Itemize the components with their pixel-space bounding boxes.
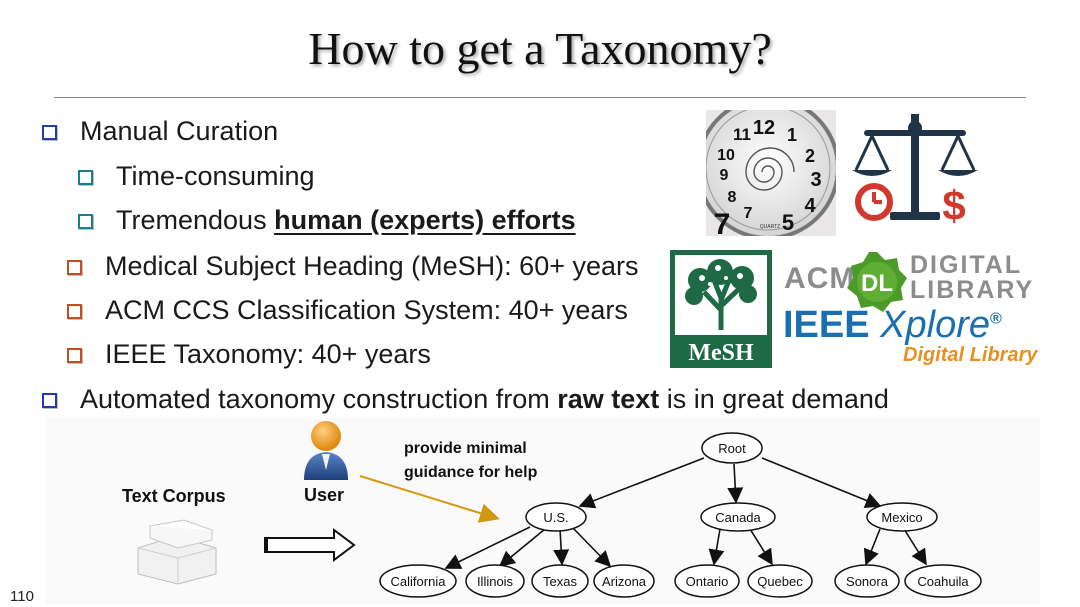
node-illinois: [465, 564, 525, 598]
svg-text:3: 3: [810, 169, 821, 191]
svg-text:5: 5: [782, 210, 794, 235]
svg-text:7: 7: [714, 208, 731, 236]
node-quebec: [747, 564, 813, 598]
bullet-emphasis: raw text: [557, 384, 660, 414]
node-canada: [700, 502, 776, 532]
checkbox-bullet-icon: [42, 125, 57, 140]
bullet-automated: Automated taxonomy construction from raw…: [42, 384, 1002, 416]
bullet-time-consuming: Time-consuming: [78, 161, 578, 193]
node-sonora: [834, 564, 900, 598]
node-quebec-label: Quebec: [757, 574, 803, 589]
bullet-text: Manual Curation: [80, 116, 279, 146]
node-illinois-label: Illinois: [477, 574, 514, 589]
ieee-digital-library-text: Digital Library: [903, 344, 1038, 366]
svg-text:7: 7: [744, 205, 753, 222]
node-ontario: [674, 564, 740, 598]
node-mexico-label: Mexico: [881, 510, 922, 525]
user-label: User: [304, 485, 345, 505]
node-california: [379, 564, 457, 598]
svg-text:8: 8: [728, 189, 737, 206]
bullet-text: IEEE Taxonomy: 40+ years: [105, 339, 431, 369]
flow-arrows: [264, 475, 500, 562]
scale-time-money-icon: $: [852, 114, 978, 228]
bullet-text: ACM CCS Classification System: 40+ years: [105, 295, 628, 325]
guidance-line-1: provide minimal: [404, 440, 527, 457]
svg-text:1: 1: [787, 125, 797, 145]
checkbox-bullet-icon: [67, 260, 82, 275]
acm-dl-text: DL: [861, 270, 893, 297]
clock-icon: 12 11 1 10 2 9 3 8 4 7 5 7 QUARTZ: [706, 110, 836, 236]
node-texas-label: Texas: [543, 574, 577, 589]
node-us-label: U.S.: [543, 510, 568, 525]
checkbox-bullet-icon: [78, 214, 93, 229]
acm-dl-badge-icon: DL: [847, 252, 907, 312]
node-root-label: Root: [718, 441, 746, 456]
node-california-label: California: [391, 574, 447, 589]
ieee-xplore-logo: IEEE Xplore®: [783, 304, 1002, 347]
node-sonora-label: Sonora: [846, 574, 889, 589]
guidance-line-2: guidance for help: [404, 464, 538, 481]
acm-line-digital: DIGITAL: [910, 251, 1023, 279]
node-texas: [531, 564, 589, 598]
bullet-manual-curation: Manual Curation: [42, 116, 602, 148]
checkbox-bullet-icon: [42, 393, 57, 408]
bullet-text: Automated taxonomy construction from raw…: [80, 384, 889, 415]
node-root: [701, 432, 763, 464]
bullet-prefix: Tremendous: [116, 205, 275, 235]
bullet-mesh: Medical Subject Heading (MeSH): 60+ year…: [67, 251, 667, 283]
acm-logo-prefix: ACM: [784, 262, 856, 295]
node-canada-label: Canada: [715, 510, 761, 525]
node-arizona-label: Arizona: [602, 574, 647, 589]
checkbox-bullet-icon: [67, 348, 82, 363]
user-icon: [304, 421, 348, 480]
svg-text:11: 11: [733, 125, 751, 144]
guidance-arrow: [359, 475, 500, 523]
ieee-prefix: IEEE: [783, 304, 881, 346]
acm-digital-library-text: DIGITAL LIBRARY: [910, 253, 1034, 303]
bullet-text: Time-consuming: [116, 161, 315, 191]
ieee-xplore-name: Xplore: [880, 304, 990, 346]
bullet-human-efforts: Tremendous human (experts) efforts: [78, 205, 638, 237]
bullet-acm: ACM CCS Classification System: 40+ years: [67, 295, 647, 327]
title-divider: [54, 97, 1026, 98]
node-coahuila: [904, 564, 982, 598]
bullet-text: Tremendous human (experts) efforts: [116, 205, 576, 236]
checkbox-bullet-icon: [67, 304, 82, 319]
guidance-text: provide minimal guidance for help: [404, 437, 537, 485]
page-number: 110: [10, 588, 34, 605]
bullet-text: Medical Subject Heading (MeSH): 60+ year…: [105, 251, 639, 281]
svg-text:4: 4: [804, 195, 816, 217]
text-corpus-label: Text Corpus: [122, 486, 226, 506]
acm-line-library: LIBRARY: [910, 276, 1035, 304]
svg-text:$: $: [942, 182, 965, 228]
node-ontario-label: Ontario: [686, 574, 729, 589]
bullet-emphasis: human (experts) efforts: [274, 205, 576, 235]
mesh-label: MeSH: [688, 340, 754, 366]
taxonomy-tree: Root U.S. Canada Mexico California Illin…: [379, 432, 982, 598]
svg-text:12: 12: [753, 117, 775, 139]
ieee-registered-mark: ®: [990, 310, 1002, 328]
svg-text:9: 9: [720, 167, 729, 184]
mesh-logo: MeSH: [670, 250, 772, 368]
node-coahuila-label: Coahuila: [917, 574, 969, 589]
bullet-prefix: Automated taxonomy construction from: [80, 384, 558, 414]
node-arizona: [593, 564, 655, 598]
text-corpus-box-icon: [137, 519, 217, 585]
node-mexico: [866, 502, 938, 532]
slide-title: How to get a Taxonomy?: [308, 23, 772, 74]
svg-text:10: 10: [717, 147, 735, 164]
outline-arrow-icon: [264, 528, 356, 562]
node-us: [525, 502, 587, 532]
svg-text:2: 2: [805, 146, 815, 166]
bullet-ieee: IEEE Taxonomy: 40+ years: [67, 339, 567, 371]
checkbox-bullet-icon: [78, 170, 93, 185]
bullet-suffix: is in great demand: [659, 384, 889, 414]
clock-brand: QUARTZ: [760, 224, 780, 230]
